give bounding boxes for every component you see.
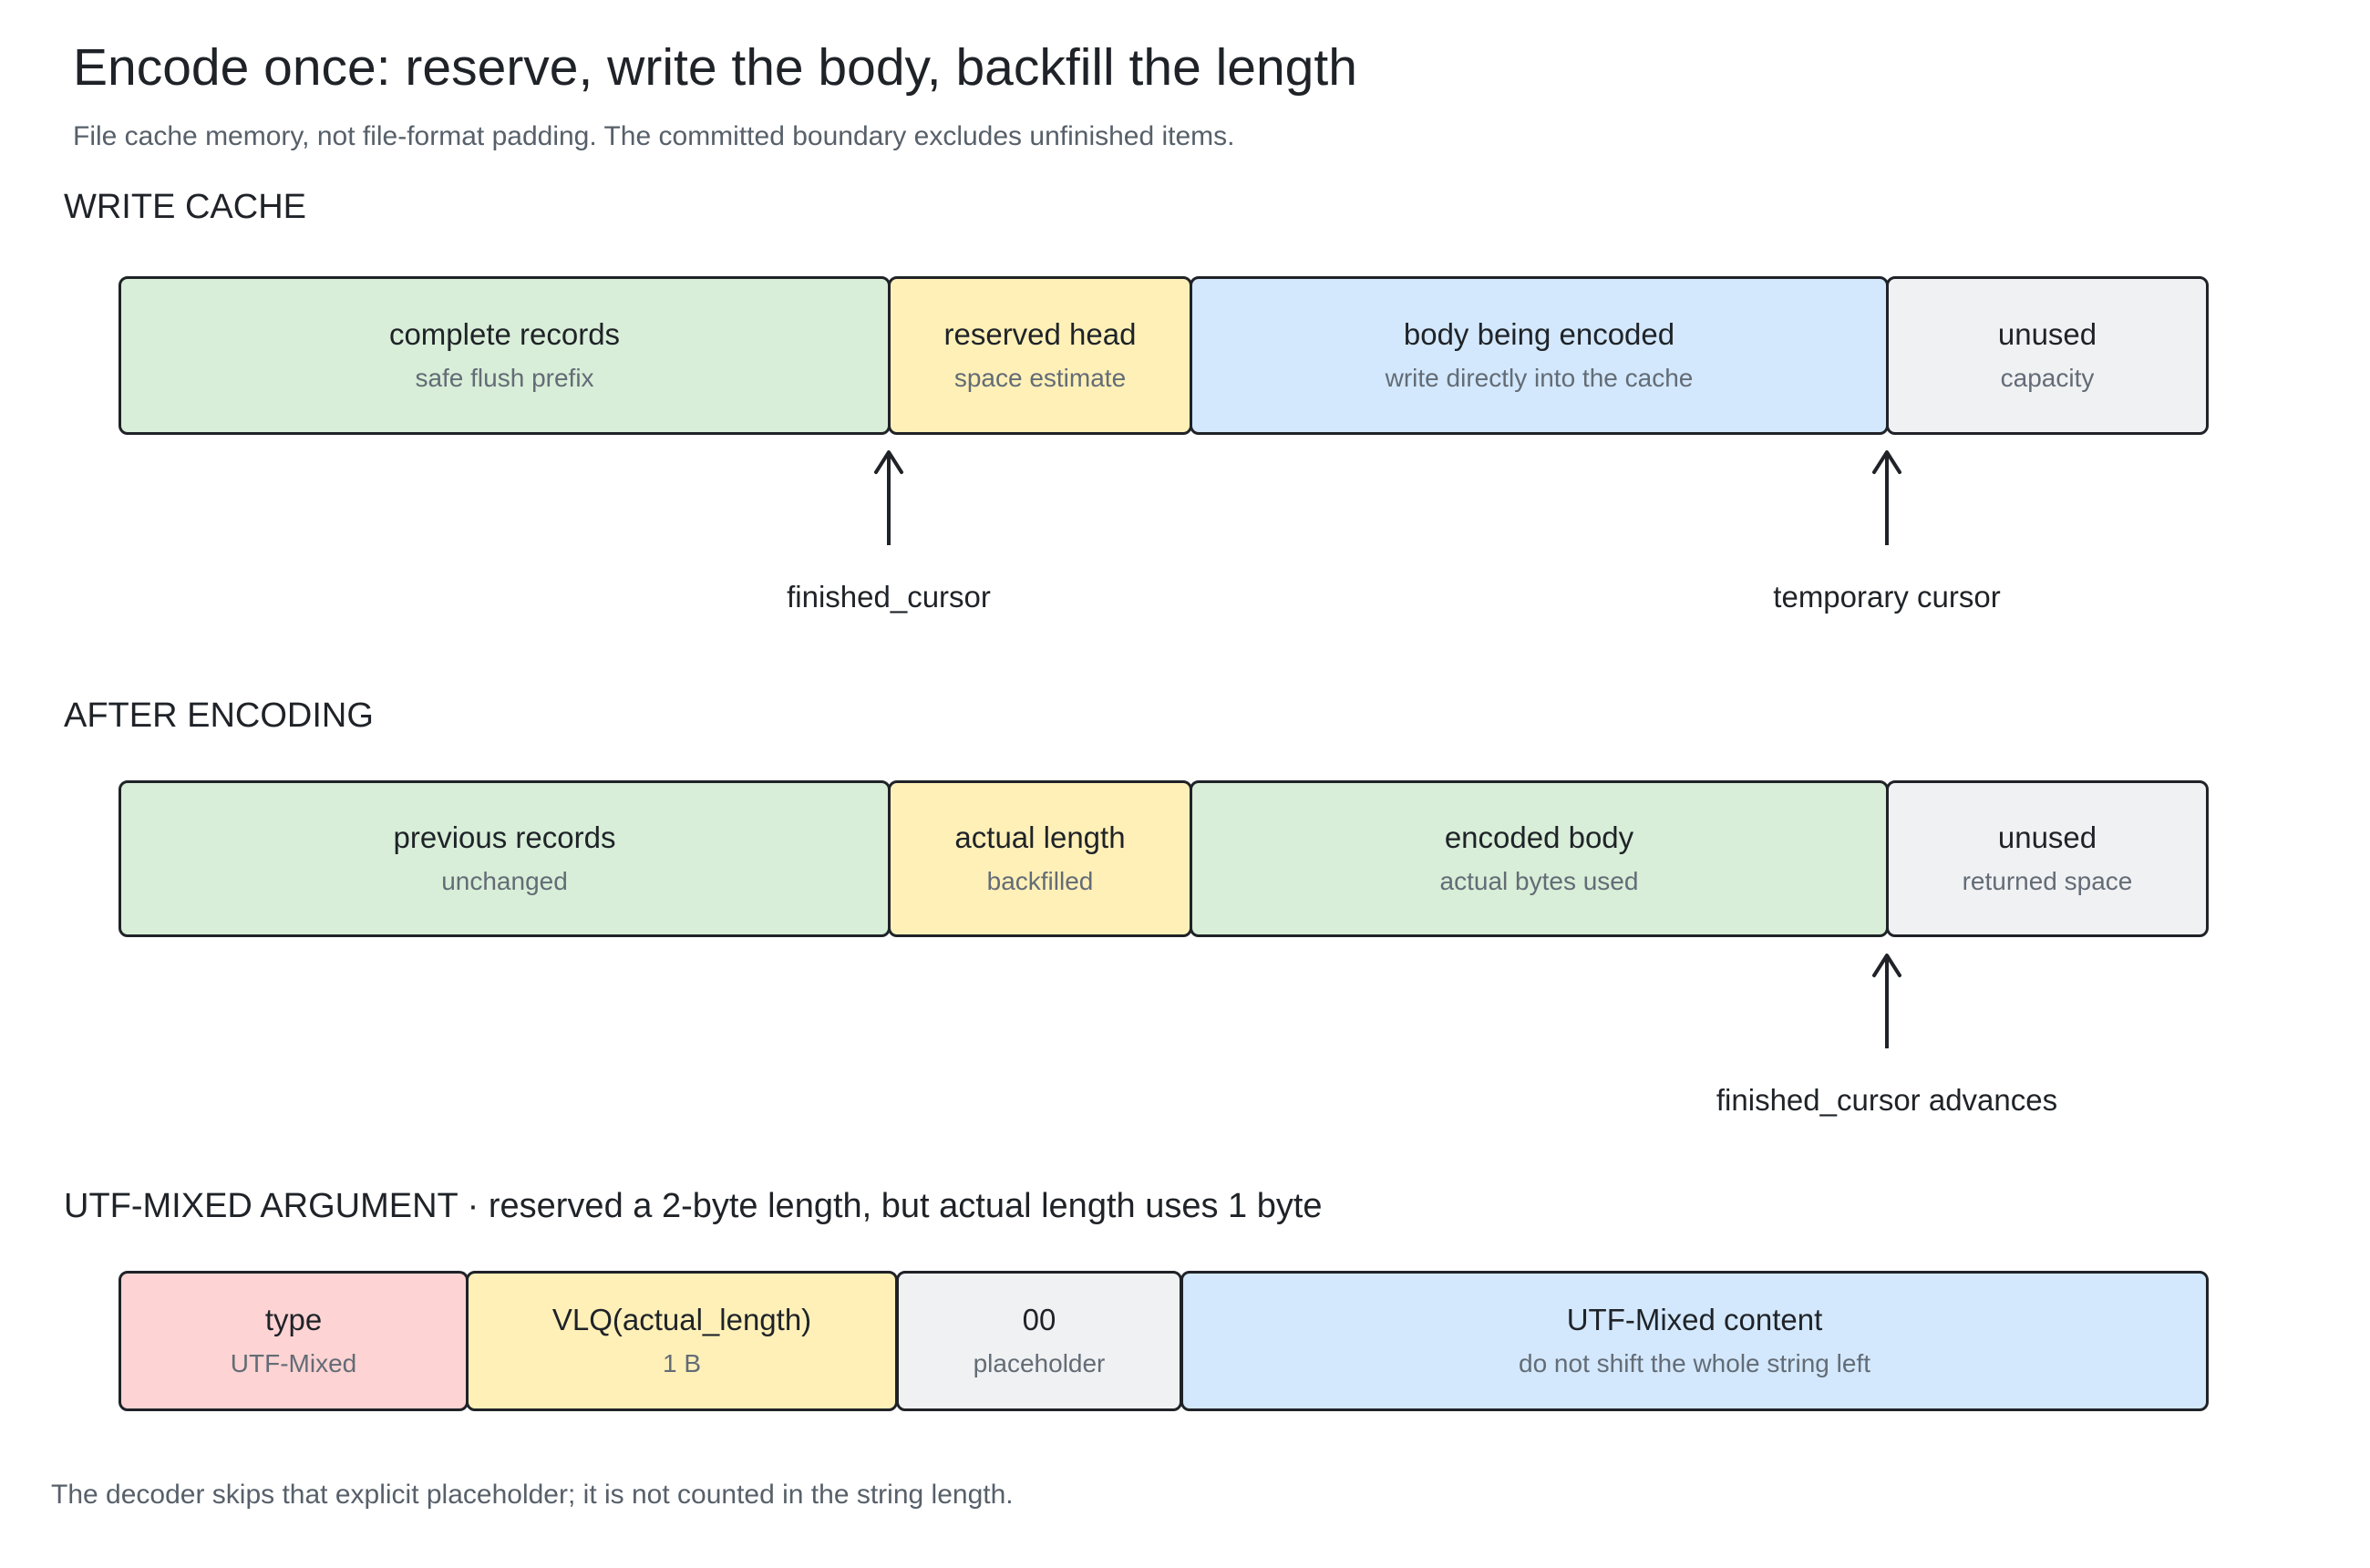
temporary-cursor-arrow-icon (1872, 450, 1901, 545)
segment-label: reserved head (943, 317, 1137, 351)
segment-sublabel: returned space (1962, 867, 2133, 895)
segment-sublabel: placeholder (973, 1349, 1106, 1377)
write-cache-segment-body-being-encoded: body being encoded write directly into t… (1190, 276, 1889, 435)
page-subtitle: File cache memory, not file-format paddi… (73, 121, 1235, 151)
write-cache-segment-complete-records: complete records safe flush prefix (118, 276, 891, 435)
finished-cursor-label: finished_cursor (787, 580, 991, 614)
segment-sublabel: capacity (2000, 364, 2095, 392)
segment-sublabel: space estimate (953, 364, 1127, 392)
segment-sublabel: backfilled (986, 867, 1094, 895)
finished-cursor-advances-label: finished_cursor advances (1716, 1083, 2058, 1117)
segment-label: actual length (954, 820, 1126, 854)
finished-cursor-advances-arrow-icon (1872, 954, 1901, 1048)
utf-mixed-segment-type: type UTF-Mixed (118, 1271, 469, 1411)
write-cache-segment-reserved-head: reserved head space estimate (888, 276, 1192, 435)
after-encoding-segment-unused: unused returned space (1886, 780, 2209, 937)
utf-mixed-segment-placeholder: 00 placeholder (896, 1271, 1182, 1411)
segment-sublabel: unchanged (441, 867, 568, 895)
footnote: The decoder skips that explicit placehol… (51, 1480, 1014, 1510)
segment-label: complete records (388, 317, 621, 351)
write-cache-segment-unused: unused capacity (1886, 276, 2209, 435)
utf-mixed-segment-content: UTF-Mixed content do not shift the whole… (1180, 1271, 2209, 1411)
segment-sublabel: write directly into the cache (1385, 364, 1694, 392)
segment-label: UTF-Mixed content (1566, 1303, 1823, 1336)
write-cache-heading: WRITE CACHE (64, 188, 306, 226)
segment-label: VLQ(actual_length) (551, 1303, 812, 1336)
after-encoding-heading: AFTER ENCODING (64, 696, 374, 735)
segment-sublabel: 1 B (662, 1349, 702, 1377)
segment-label: unused (1997, 317, 2097, 351)
utf-mixed-segment-vlq-length: VLQ(actual_length) 1 B (466, 1271, 898, 1411)
segment-label: previous records (393, 820, 616, 854)
segment-sublabel: UTF-Mixed (230, 1349, 357, 1377)
temporary-cursor-label: temporary cursor (1773, 580, 2001, 614)
segment-sublabel: actual bytes used (1439, 867, 1639, 895)
after-encoding-segment-previous-records: previous records unchanged (118, 780, 891, 937)
utf-mixed-heading: UTF-MIXED ARGUMENT · reserved a 2-byte l… (64, 1187, 1323, 1225)
page-title: Encode once: reserve, write the body, ba… (73, 38, 1357, 97)
after-encoding-segment-encoded-body: encoded body actual bytes used (1190, 780, 1889, 937)
segment-sublabel: safe flush prefix (415, 364, 594, 392)
finished-cursor-arrow-icon (874, 450, 903, 545)
after-encoding-segment-actual-length: actual length backfilled (888, 780, 1192, 937)
segment-sublabel: do not shift the whole string left (1519, 1349, 1870, 1377)
segment-label: encoded body (1444, 820, 1634, 854)
segment-label: body being encoded (1403, 317, 1675, 351)
segment-label: unused (1997, 820, 2097, 854)
segment-label: 00 (1022, 1303, 1056, 1336)
segment-label: type (264, 1303, 323, 1336)
